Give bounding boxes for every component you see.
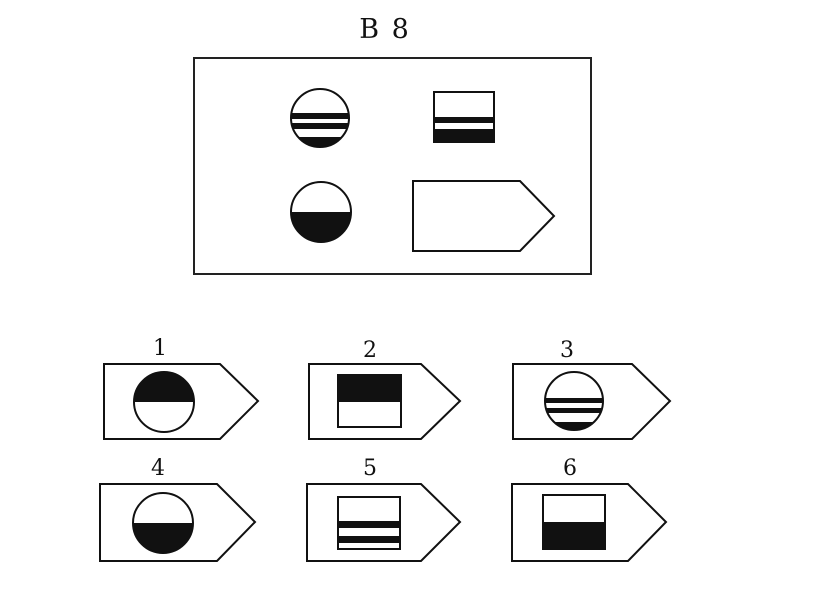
puzzle-title: B 8: [359, 14, 411, 45]
option-5[interactable]: [306, 483, 464, 563]
option-1[interactable]: [103, 363, 263, 441]
matrix-cell-arrow-blank: [412, 180, 556, 252]
option-1-number: 1: [153, 336, 167, 361]
option-4-number: 4: [151, 456, 165, 481]
option-5-number: 5: [363, 456, 377, 481]
matrix-cell-square-double-stripe: [433, 91, 495, 143]
option-3[interactable]: [512, 363, 674, 441]
option-4[interactable]: [99, 483, 259, 563]
option-3-number: 3: [560, 338, 574, 363]
option-2[interactable]: [308, 363, 464, 441]
matrix-cell-circle-bottom-half-black: [290, 181, 352, 243]
option-2-number: 2: [363, 338, 377, 363]
option-6-number: 6: [563, 456, 577, 481]
option-6[interactable]: [511, 483, 671, 563]
matrix-cell-circle-double-stripe: [290, 88, 350, 148]
